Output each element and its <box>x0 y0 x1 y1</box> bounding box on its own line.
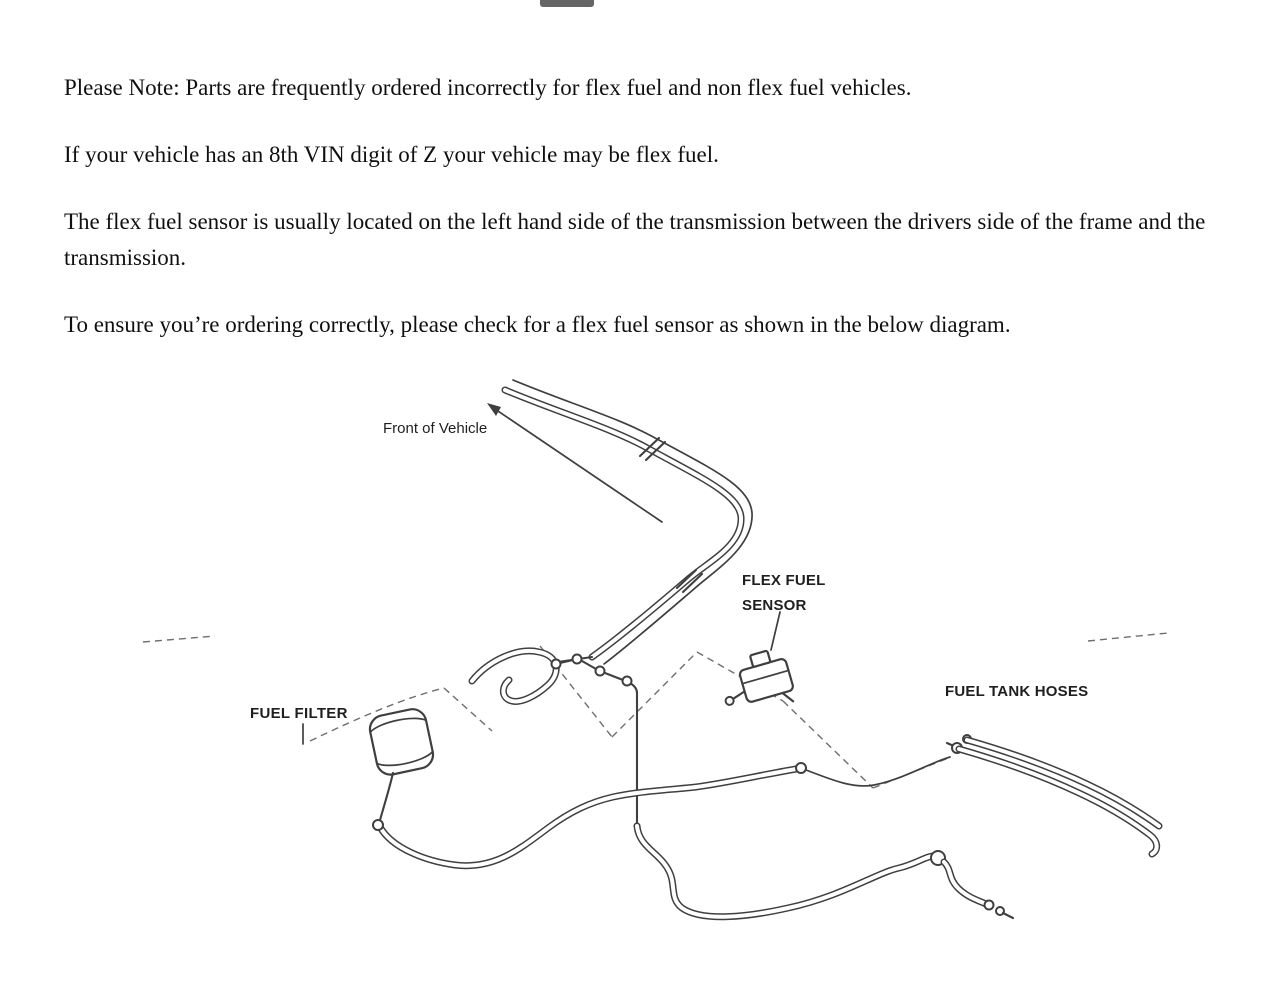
flex-fuel-sensor-label: FLEX FUEL SENSOR <box>742 568 825 618</box>
notice-text-block: Please Note: Parts are frequently ordere… <box>64 70 1227 374</box>
fuel-tank-hoses-shape <box>945 734 1163 858</box>
notice-paragraph-check-diagram: To ensure you’re ordering correctly, ple… <box>64 312 1011 337</box>
fuel-system-diagram: Front of Vehicle FLEX FUEL SENSOR FUEL F… <box>0 360 1280 989</box>
top-crop-artifact <box>540 0 594 7</box>
connector-cluster <box>550 653 639 695</box>
flex-fuel-sensor-shape <box>724 611 795 706</box>
notice-paragraph-please-note: Please Note: Parts are frequently ordere… <box>64 75 912 100</box>
fuel-filter-label: FUEL FILTER <box>250 705 348 722</box>
flex-fuel-sensor-label-line1: FLEX FUEL <box>742 572 826 589</box>
front-of-vehicle-arrow <box>487 403 663 523</box>
notice-paragraph-sensor-location: The flex fuel sensor is usually located … <box>64 209 1206 270</box>
fuel-tank-hoses-label: FUEL TANK HOSES <box>945 683 1089 700</box>
flex-fuel-sensor-label-line2: SENSOR <box>742 597 807 614</box>
filter-outlet-hose <box>376 756 951 870</box>
main-fuel-line-bundle <box>501 379 753 665</box>
fuel-filter-shape <box>368 708 435 831</box>
pigtail-hose <box>468 647 560 705</box>
fuel-line-art <box>142 379 1169 921</box>
front-of-vehicle-label: Front of Vehicle <box>383 420 488 437</box>
lower-fuel-hose <box>633 690 1015 921</box>
notice-paragraph-vin-digit: If your vehicle has an 8th VIN digit of … <box>64 142 719 167</box>
